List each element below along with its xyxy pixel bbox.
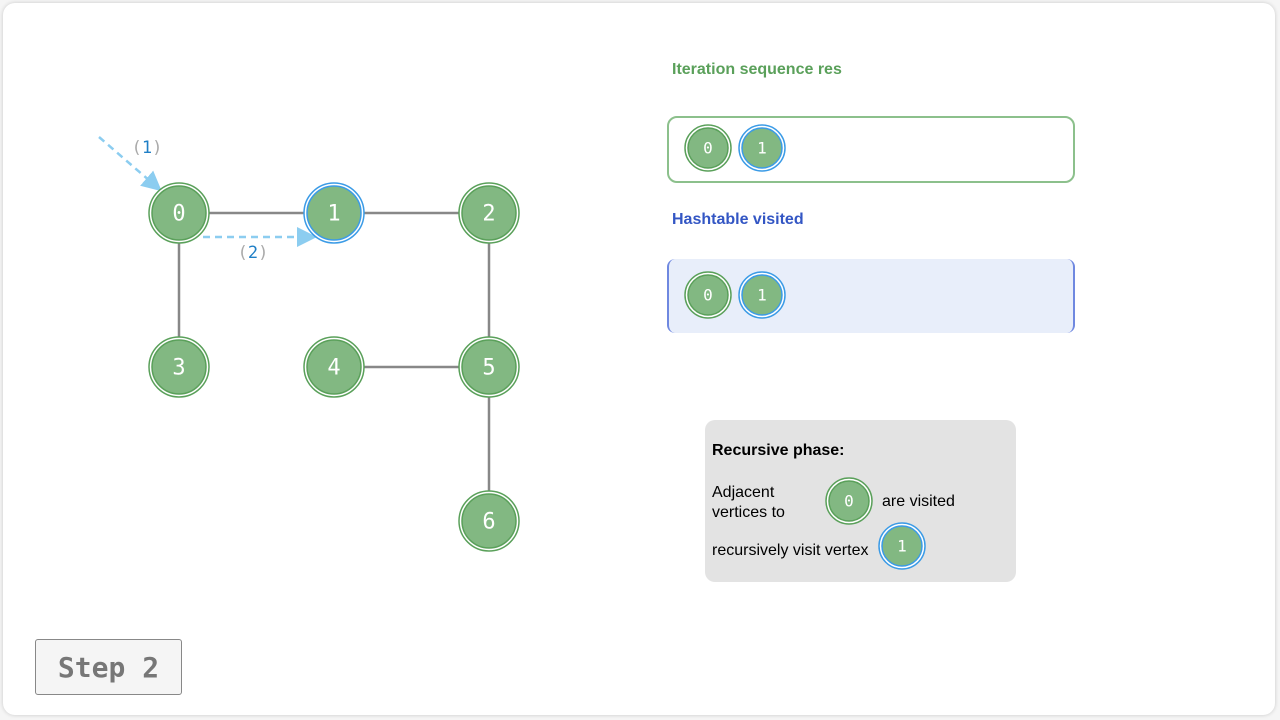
vertex-6: 6	[458, 490, 520, 552]
vertex-1: 1	[303, 182, 365, 244]
vertex-label: 0	[703, 138, 713, 157]
vertex-label: 1	[897, 536, 907, 555]
vertex-label: 0	[844, 491, 854, 510]
legend-recursive-text: recursively visit vertex	[712, 542, 869, 559]
visited-title: Hashtable visited	[672, 211, 804, 228]
arrow-label-2: (2)	[238, 243, 269, 263]
vertex-label: 5	[482, 355, 495, 380]
legend-title: Recursive phase:	[712, 442, 845, 459]
vertex-0: 0	[148, 182, 210, 244]
visited-item-0: 0	[684, 271, 732, 319]
vertex-label: 1	[327, 201, 340, 226]
vertex-label: 0	[172, 201, 185, 226]
result-title: Iteration sequence res	[672, 61, 842, 78]
arrow-entry	[98, 136, 162, 192]
legend-adjacent-text: Adjacent vertices to	[712, 484, 785, 521]
vertex-3: 3	[148, 336, 210, 398]
vertex-4: 4	[303, 336, 365, 398]
arrow-label-1: (1)	[132, 138, 163, 158]
vertex-2: 2	[458, 182, 520, 244]
graph-nodes: 0 1 2 3 4 5 6	[148, 182, 520, 552]
vertex-label: 2	[482, 201, 495, 226]
visited-item-1: 1	[738, 271, 786, 319]
result-sequence-box	[667, 116, 1075, 183]
step-indicator: Step 2	[35, 639, 182, 695]
result-item-0: 0	[684, 124, 732, 172]
vertex-label: 3	[172, 355, 185, 380]
traversal-arrows: (1) (2)	[98, 136, 317, 263]
vertex-label: 6	[482, 509, 495, 534]
vertex-label: 1	[757, 138, 767, 157]
legend-vertex-current: 1	[878, 522, 926, 570]
vertex-label: 0	[703, 285, 713, 304]
vertex-5: 5	[458, 336, 520, 398]
vertex-label: 1	[757, 285, 767, 304]
visited-hashtable-box	[667, 259, 1075, 333]
legend-vertex-adjacent: 0	[825, 477, 873, 525]
vertex-label: 4	[327, 355, 340, 380]
legend-visited-text: are visited	[882, 493, 955, 510]
result-item-1: 1	[738, 124, 786, 172]
